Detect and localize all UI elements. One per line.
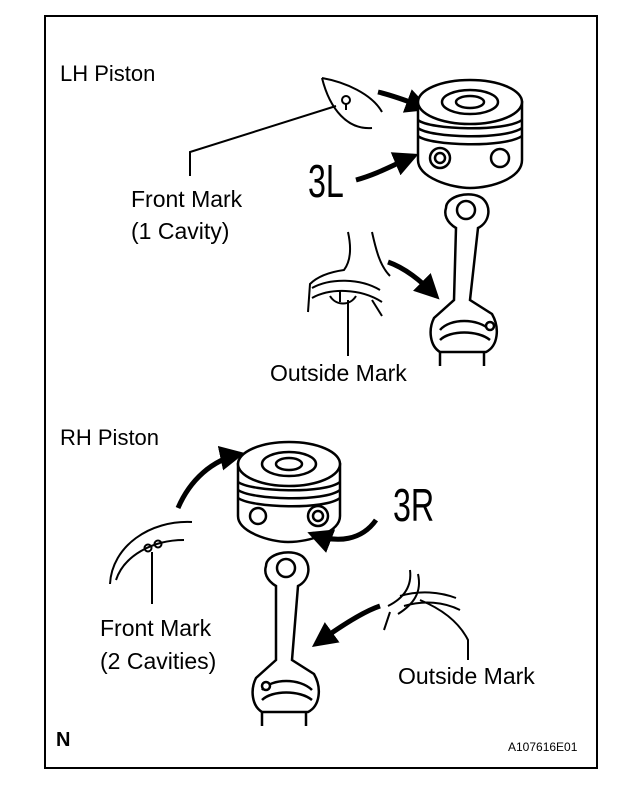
rh-piston-code: 3R <box>393 479 435 531</box>
lh-piston-code: 3L <box>308 155 344 207</box>
rh-code-arrow <box>307 520 376 553</box>
lh-front-mark-leader <box>190 106 336 176</box>
lh-connecting-rod <box>431 194 497 366</box>
lh-piston <box>418 80 522 188</box>
lh-front-mark-detail <box>322 78 382 128</box>
lh-code-arrow <box>356 152 419 180</box>
lh-piston-title: LH Piston <box>60 61 156 86</box>
rh-piston-title: RH Piston <box>60 425 160 450</box>
lh-front-mark-label: Front Mark <box>131 186 243 212</box>
rh-front-mark-label: Front Mark <box>100 615 212 641</box>
lh-rod-arrow <box>388 262 440 300</box>
lh-outside-mark-label: Outside Mark <box>270 360 407 386</box>
lh-front-mark-cavity-label: (1 Cavity) <box>131 218 230 244</box>
figure-frame <box>44 15 598 769</box>
lh-rod-detail <box>308 232 390 316</box>
rh-piston <box>238 442 340 542</box>
rh-front-mark-detail <box>110 522 192 584</box>
rh-outside-mark-leader <box>420 600 468 660</box>
rh-rod-detail <box>384 570 460 630</box>
rh-front-mark-arrow <box>178 445 245 508</box>
figure-code: A107616E01 <box>508 740 578 754</box>
rh-rod-arrow <box>311 606 380 647</box>
rh-connecting-rod <box>253 552 319 726</box>
corner-mark: N <box>56 729 71 751</box>
rh-outside-mark-label: Outside Mark <box>398 663 535 689</box>
rh-front-mark-cavity-label: (2 Cavities) <box>100 648 217 674</box>
